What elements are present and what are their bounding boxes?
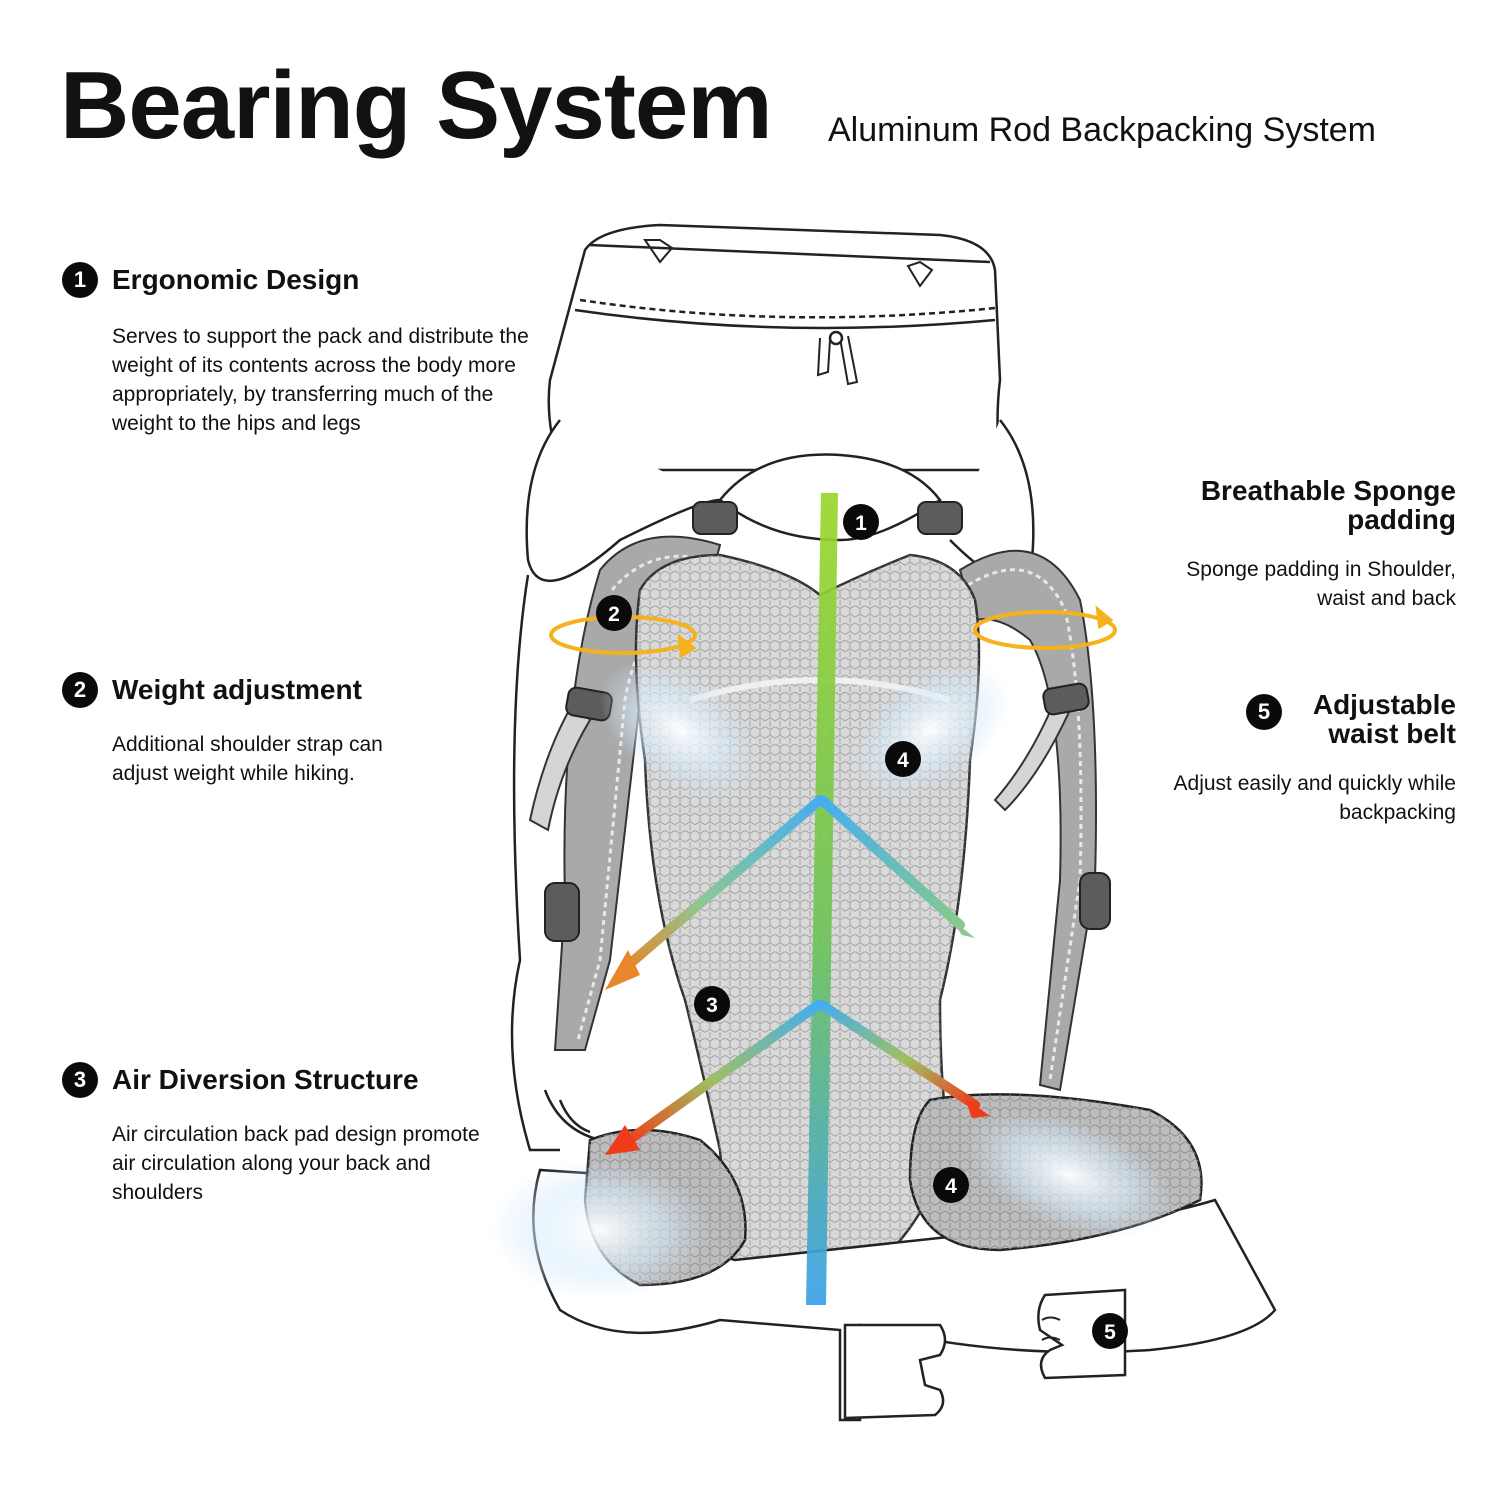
marker-4-hip: 4 xyxy=(933,1167,969,1203)
feature-description: Air circulation back pad design promote … xyxy=(112,1123,480,1204)
marker-2-label: 2 xyxy=(608,603,620,626)
page-subtitle: Aluminum Rod Backpacking System xyxy=(828,111,1377,149)
feature-title: Adjustable waist belt xyxy=(1312,689,1456,750)
feature-breathable-sponge-padding: Breathable Sponge padding Sponge padding… xyxy=(1136,476,1456,613)
strap-buckles xyxy=(544,501,1111,942)
airflow-arrowheads xyxy=(605,918,990,1155)
feature-number: 5 xyxy=(1246,694,1282,730)
airflow-arrows xyxy=(620,795,980,1148)
marker-4-hip-label: 4 xyxy=(945,1175,957,1198)
air-breeze-effects xyxy=(490,661,1176,1300)
feature-weight-adjustment: 2 Weight adjustment Additional shoulder … xyxy=(62,672,542,788)
marker-1-label: 1 xyxy=(855,512,867,535)
marker-1: 1 xyxy=(843,504,879,540)
marker-4-back-label: 4 xyxy=(897,749,909,772)
backpack-body xyxy=(510,223,1035,1152)
page-title: Bearing System xyxy=(60,52,773,159)
feature-title: Weight adjustment xyxy=(112,674,362,706)
feature-description: Adjust easily and quickly while backpack… xyxy=(1173,771,1456,824)
feature-number: 3 xyxy=(62,1062,98,1098)
marker-2: 2 xyxy=(596,595,632,631)
feature-number: 1 xyxy=(62,262,98,298)
feature-number: 2 xyxy=(62,672,98,708)
feature-description: Sponge padding in Shoulder, waist and ba… xyxy=(1186,557,1456,610)
feature-air-diversion-structure: 3 Air Diversion Structure Air circulatio… xyxy=(62,1062,542,1207)
marker-5: 5 xyxy=(1092,1313,1128,1349)
marker-3: 3 xyxy=(694,986,730,1022)
feature-title: Air Diversion Structure xyxy=(112,1064,419,1096)
marker-5-label: 5 xyxy=(1104,1321,1116,1344)
marker-4-back: 4 xyxy=(885,741,921,777)
feature-description: Serves to support the pack and distribut… xyxy=(112,325,529,435)
feature-title: Ergonomic Design xyxy=(112,264,360,296)
waist-buckle xyxy=(843,1288,1127,1420)
feature-description: Additional shoulder strap can adjust wei… xyxy=(112,733,383,785)
feature-adjustable-waist-belt: 5 Adjustable waist belt Adjust easily an… xyxy=(1136,690,1456,827)
feature-ergonomic-design: 1 Ergonomic Design Serves to support the… xyxy=(62,262,562,438)
aluminum-rod xyxy=(806,493,838,1305)
marker-3-label: 3 xyxy=(706,994,718,1017)
feature-title: Breathable Sponge padding xyxy=(1200,475,1456,536)
